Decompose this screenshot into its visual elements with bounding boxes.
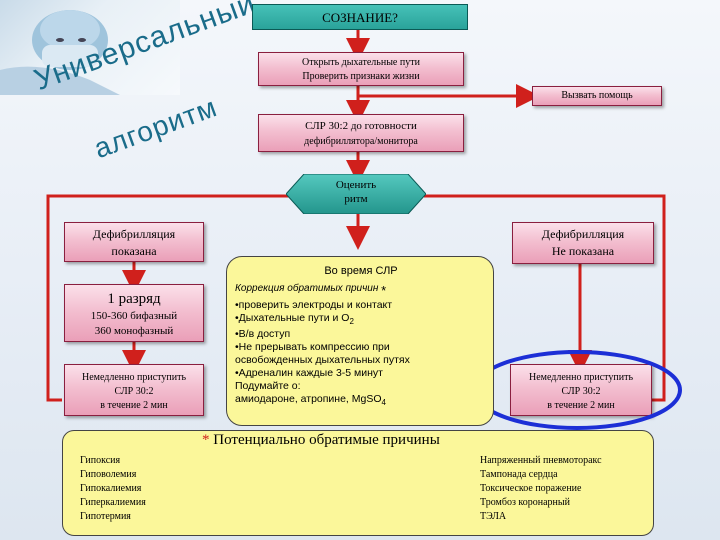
during-cpr-title: Во время СЛР bbox=[324, 265, 398, 277]
cause-item: ТЭЛА bbox=[480, 511, 507, 522]
nonshockable-box: Дефибрилляция Не показана bbox=[512, 222, 654, 264]
during-cpr-list: •проверить электроды и контакт •Дыхатель… bbox=[235, 299, 410, 409]
reversible-causes-panel bbox=[62, 430, 654, 536]
during-cpr-item: •В/в доступ bbox=[235, 328, 291, 341]
cause-item: Токсическое поражение bbox=[480, 483, 582, 494]
during-cpr-item: Подумайте о: bbox=[235, 380, 301, 393]
cause-item: Гипоксия bbox=[80, 455, 121, 466]
cause-item: Гиперкалиемия bbox=[80, 497, 146, 508]
call-help-box: Вызвать помощь bbox=[532, 86, 662, 106]
resume-cpr-right-box: Немедленно приступить СЛР 30:2 в течение… bbox=[510, 364, 652, 416]
cause-item: Гиповолемия bbox=[80, 469, 137, 480]
during-cpr-subtitle: Коррекция обратимых причин * bbox=[235, 283, 387, 298]
arrow-loop-right bbox=[424, 194, 666, 402]
cause-item: Гипокалиемия bbox=[80, 483, 142, 494]
assess-rhythm-label: Оценить ритм bbox=[335, 179, 377, 205]
during-cpr-item: •Не прерывать компрессию при bbox=[235, 341, 390, 354]
surgeon-photo bbox=[0, 0, 180, 95]
causes-title: * Потенциально обратимые причины bbox=[202, 432, 440, 448]
resume-cpr-left-box: Немедленно приступить СЛР 30:2 в течение… bbox=[64, 364, 204, 416]
highlight-ellipse bbox=[472, 350, 682, 430]
cpr-box: СЛР 30:2 до готовности дефибриллятора/мо… bbox=[258, 114, 464, 152]
cause-item: Тампонада сердца bbox=[480, 469, 558, 480]
airway-box: Открыть дыхательные пути Проверить призн… bbox=[258, 52, 464, 86]
cause-item: Тромбоз коронарный bbox=[480, 497, 570, 508]
assess-rhythm-hexagon bbox=[286, 174, 426, 214]
during-cpr-item: •Адреналин каждые 3-5 минут bbox=[235, 367, 383, 380]
consciousness-box: СОЗНАНИЕ? bbox=[252, 4, 468, 30]
arrow-loop-left bbox=[46, 194, 290, 402]
cause-item: Гипотермия bbox=[80, 511, 131, 522]
during-cpr-box: Во время СЛР Коррекция обратимых причин … bbox=[226, 256, 494, 426]
causes-left-list: Гипоксия Гиповолемия Гипокалиемия Гиперк… bbox=[80, 454, 146, 524]
shockable-box: Дефибрилляция показана bbox=[64, 222, 204, 262]
during-cpr-item: амиодароне, атропине, MgSO4 bbox=[235, 393, 386, 408]
cause-item: Напряженный пневмоторакс bbox=[480, 455, 602, 466]
during-cpr-item: •проверить электроды и контакт bbox=[235, 299, 393, 311]
during-cpr-item: освобожденных дыхательных путях bbox=[235, 354, 410, 367]
during-cpr-item: •Дыхательные пути и O2 bbox=[235, 312, 354, 327]
shock-box: 1 разряд 150-360 бифазный 360 монофазный bbox=[64, 284, 204, 342]
causes-right-list: Напряженный пневмоторакс Тампонада сердц… bbox=[480, 454, 602, 524]
